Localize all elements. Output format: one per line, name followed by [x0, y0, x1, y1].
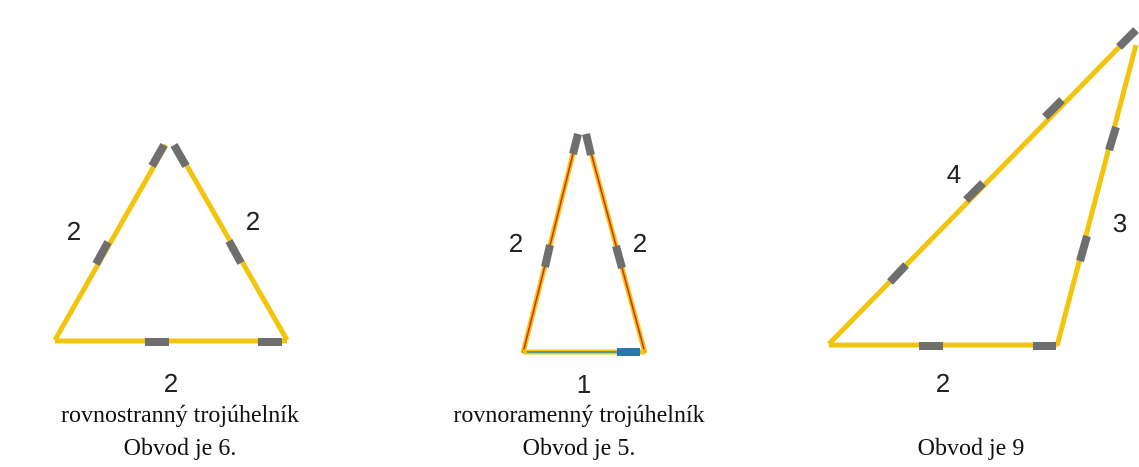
- caption-perimeter: Obvod je 5.: [523, 435, 636, 461]
- joint: [1105, 125, 1120, 152]
- joint: [148, 143, 168, 168]
- side-label-right: 3: [1113, 208, 1127, 238]
- equilateral-triangle: 2 2 2 rovnostranný trojúhelník Obvod je …: [52, 143, 299, 461]
- joint: [887, 262, 909, 285]
- joint: [612, 244, 626, 270]
- joint: [569, 133, 582, 155]
- joint: [541, 244, 554, 268]
- caption-type: rovnoramenný trojúhelník: [453, 402, 704, 428]
- caption-perimeter: Obvod je 9: [918, 435, 1025, 461]
- stick-left-core: [522, 133, 579, 354]
- joint: [1076, 234, 1091, 263]
- stick-right-core: [585, 133, 646, 354]
- joint: [1116, 27, 1139, 50]
- joint: [963, 180, 986, 203]
- side-label-left: 2: [67, 216, 81, 246]
- side-label-left: 2: [509, 228, 523, 258]
- stick-left: [52, 143, 169, 342]
- joint: [582, 133, 595, 156]
- joint: [170, 143, 190, 168]
- side-label-bottom: 1: [577, 369, 591, 399]
- side-label-left: 4: [947, 159, 961, 189]
- joint: [92, 240, 112, 266]
- caption-perimeter: Obvod je 6.: [124, 435, 237, 461]
- stick-right: [1054, 44, 1139, 347]
- joint: [1042, 97, 1065, 120]
- isosceles-triangle: 2 2 1 rovnoramenný trojúhelník Obvod je …: [453, 133, 705, 461]
- side-label-right: 2: [246, 206, 260, 236]
- side-label-bottom: 2: [936, 368, 950, 398]
- caption-type: rovnostranný trojúhelník: [61, 402, 299, 428]
- side-label-bottom: 2: [164, 368, 178, 398]
- scalene-triangle: 4 3 2 Obvod je 9: [827, 27, 1139, 461]
- joint: [225, 239, 245, 265]
- side-label-right: 2: [633, 228, 647, 258]
